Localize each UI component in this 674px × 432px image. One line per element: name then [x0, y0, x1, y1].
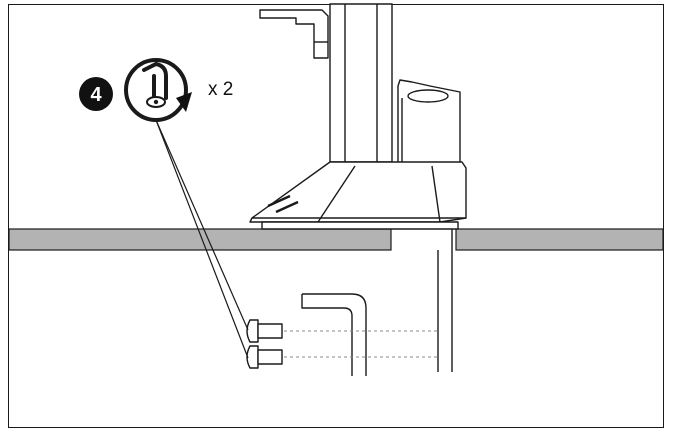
bolt-lower [246, 345, 283, 369]
hex-key-rotate-icon [124, 58, 192, 122]
countertop-right-slab [455, 228, 664, 251]
tower-column [329, 3, 393, 163]
countertop [8, 228, 664, 251]
guide-lines [284, 330, 438, 358]
tower-unit [249, 3, 467, 372]
base-housing [249, 161, 467, 223]
step-badge: 4 [79, 77, 113, 111]
hex-key [301, 293, 367, 376]
hex-key-icon [142, 61, 168, 100]
bolts [246, 319, 283, 369]
countertop-left-slab [8, 228, 392, 251]
multiplier-label: x 2 [208, 79, 233, 100]
step-number: 4 [90, 84, 102, 106]
tower-handle [259, 9, 329, 59]
bolt-upper [246, 319, 283, 343]
pointer-lines [155, 119, 249, 359]
rotate-clockwise-icon [176, 92, 192, 112]
